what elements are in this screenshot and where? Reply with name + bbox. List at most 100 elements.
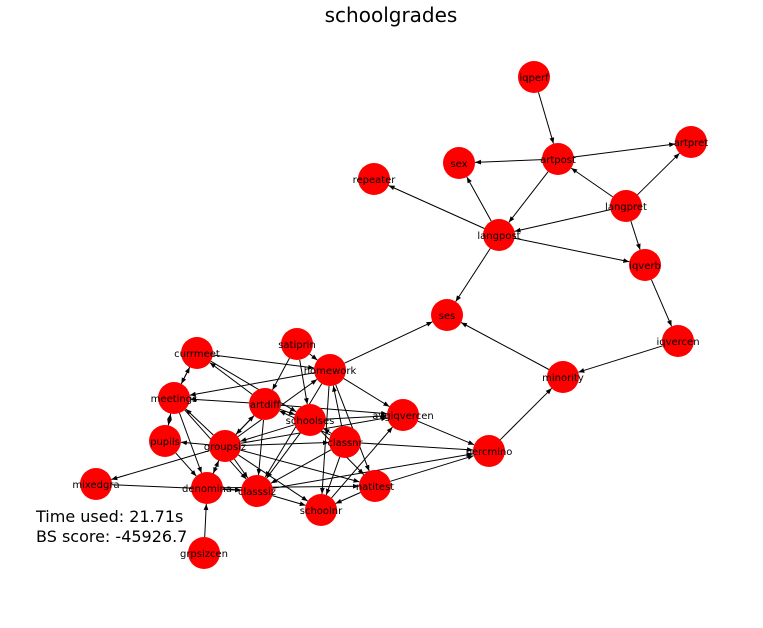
node-meetings: meetings — [151, 382, 198, 414]
node-label-natitest: natitest — [356, 482, 394, 493]
node-circle-artpret — [675, 126, 707, 158]
node-artpret: artpret — [674, 126, 709, 158]
node-currmeet: currmeet — [174, 337, 220, 369]
edge-artdiff-to-classsiz — [256, 419, 264, 476]
edge-meetings-to-currmeet — [180, 366, 191, 385]
node-label-sex: sex — [450, 159, 467, 170]
edge-langpret-to-langpost — [514, 209, 611, 233]
node-label-ses: ses — [439, 311, 456, 322]
edge-classnr-to-percmino — [360, 442, 474, 453]
time-used-label: Time used: — [36, 507, 125, 526]
node-label-mixedgra: mixedgra — [72, 480, 119, 491]
edge-layer — [111, 92, 680, 538]
node-label-classsiz: classsiz — [238, 487, 276, 498]
node-circle-classnr — [329, 426, 361, 458]
node-label-percmino: percmino — [466, 447, 513, 458]
node-label-iqperf: iqperf — [519, 73, 549, 84]
node-circle-iqvercen — [662, 325, 694, 357]
bs-score-label: BS score: — [36, 527, 111, 546]
edge-iqvercen-to-minority — [578, 345, 663, 373]
edge-classsiz-to-schoolnr — [272, 495, 306, 507]
edge-groupsiz-to-classnr — [240, 440, 330, 446]
node-schoolses: schoolses — [286, 404, 334, 436]
edge-natitest-to-percmino — [390, 455, 474, 482]
node-iqvercen: iqvercen — [656, 325, 700, 357]
edge-classnr-to-schoolnr — [325, 456, 341, 496]
edge-langpost-to-ses — [455, 248, 491, 302]
node-label-minority: minority — [542, 373, 584, 384]
node-groupsiz: groupsiz — [204, 430, 246, 462]
node-percmino: percmino — [466, 435, 513, 467]
node-label-currmeet: currmeet — [174, 349, 220, 360]
node-artpost: artpost — [540, 143, 576, 175]
node-circle-avgiqvercen — [387, 399, 419, 431]
node-circle-denomina — [191, 472, 223, 504]
node-circle-artpost — [542, 143, 574, 175]
node-label-iqvercen: iqvercen — [656, 337, 699, 348]
node-grpsizcen: grpsizcen — [180, 537, 228, 569]
node-circle-langpost — [483, 219, 515, 251]
edge-pupils-to-denomina — [175, 452, 197, 477]
node-satiprin: satiprin — [278, 328, 316, 360]
node-circle-classsiz — [241, 475, 273, 507]
node-label-grpsizcen: grpsizcen — [180, 549, 228, 560]
node-natitest: natitest — [356, 470, 394, 502]
edge-classnr-to-schoolses — [323, 428, 332, 434]
node-circle-iqperf — [518, 61, 550, 93]
node-label-meetings: meetings — [151, 394, 198, 405]
node-circle-repeater — [358, 163, 390, 195]
node-denomina: denomina — [182, 472, 232, 504]
node-langpost: langpost — [477, 219, 521, 251]
node-circle-natitest — [359, 470, 391, 502]
edge-artpost-to-artpret — [573, 142, 676, 158]
node-label-denomina: denomina — [182, 484, 232, 495]
node-mixedgra: mixedgra — [72, 468, 120, 500]
node-circle-schoolnr — [305, 494, 337, 526]
edge-schoolnr-to-avgiqvercen — [331, 426, 393, 499]
edge-homework-to-classsiz — [264, 383, 323, 478]
node-layer: iqperfartpostartpretsexrepeaterlangpretl… — [72, 61, 708, 569]
edge-iqperf-to-artpost — [538, 92, 555, 144]
node-circle-groupsiz — [209, 430, 241, 462]
edge-groupsiz-to-schoolnr — [238, 454, 308, 502]
node-circle-pupils — [149, 425, 181, 457]
edge-satiprin-to-artdiff — [272, 357, 290, 391]
node-label-classnr: classnr — [327, 438, 363, 449]
edge-avgiqvercen-to-percmino — [417, 420, 475, 446]
node-homework: homework — [304, 354, 357, 386]
node-circle-satiprin — [281, 328, 313, 360]
node-classnr: classnr — [327, 426, 364, 458]
edge-iqverb-to-iqvercen — [650, 279, 673, 327]
node-label-schoolnr: schoolnr — [300, 506, 343, 517]
edge-natitest-to-schoolnr — [335, 492, 361, 504]
edge-homework-to-schoolnr — [319, 385, 330, 495]
edge-currmeet-to-homework — [212, 354, 315, 370]
node-circle-percmino — [473, 435, 505, 467]
edge-schoolses-to-classsiz — [266, 432, 301, 479]
node-classsiz: classsiz — [238, 475, 276, 507]
edge-satiprin-to-homework — [309, 353, 318, 361]
node-pupils: pupils — [149, 425, 181, 457]
node-label-artpret: artpret — [674, 138, 709, 149]
node-avgiqvercen: avgiqvercen — [372, 399, 434, 431]
edge-artdiff-to-avgiqvercen — [280, 404, 388, 416]
time-used-value: 21.71s — [129, 507, 184, 526]
edge-currmeet-to-schoolses — [210, 360, 297, 413]
edge-groupsiz-to-mixedgra — [111, 450, 210, 481]
node-circle-langpret — [610, 190, 642, 222]
edge-homework-to-meetings — [189, 372, 315, 397]
node-iqverb: iqverb — [629, 249, 661, 281]
node-circle-meetings — [158, 382, 190, 414]
node-label-artpost: artpost — [540, 155, 576, 166]
time-used-readout: Time used: 21.71s — [36, 507, 183, 526]
node-label-repeater: repeater — [353, 175, 397, 186]
edge-groupsiz-to-classsiz — [233, 458, 249, 479]
edge-langpret-to-artpost — [570, 167, 614, 198]
edge-schoolses-to-groupsiz — [240, 424, 295, 442]
edge-minority-to-ses — [460, 322, 550, 370]
node-label-homework: homework — [304, 366, 357, 377]
node-circle-sex — [443, 147, 475, 179]
node-artdiff: artdiff — [249, 388, 281, 420]
